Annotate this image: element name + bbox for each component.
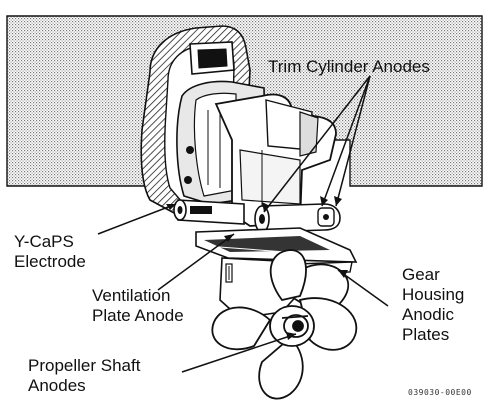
leader-ycaps: [97, 203, 177, 235]
leader-arrowheads: [166, 196, 348, 340]
label-prop-line1: Propeller Shaft: [28, 356, 141, 375]
label-gear-line2: Housing: [402, 285, 465, 304]
label-gear-line1: Gear: [402, 265, 440, 284]
figure-id: 039030-00E00: [408, 388, 472, 397]
leader-trim-right-b: [335, 75, 371, 207]
leader-trim-left: [263, 75, 371, 213]
label-ventilation-line1: Ventilation: [92, 286, 171, 305]
leader-propeller-shaft: [181, 333, 297, 373]
label-gear-line3: Anodic: [402, 305, 454, 324]
label-gear-line4: Plates: [402, 325, 450, 344]
label-ycaps-line1: Y-CaPS: [14, 232, 74, 251]
leader-gear-housing: [337, 269, 389, 307]
leader-lines: [97, 75, 389, 373]
label-trim-cylinder-anodes: Trim Cylinder Anodes: [268, 57, 430, 76]
label-ventilation-line2: Plate Anode: [92, 306, 184, 325]
label-ycaps-line2: Electrode: [14, 252, 86, 271]
leader-ventilation: [157, 233, 235, 291]
label-prop-line2: Anodes: [28, 376, 86, 395]
leader-trim-right-a: [321, 75, 371, 207]
